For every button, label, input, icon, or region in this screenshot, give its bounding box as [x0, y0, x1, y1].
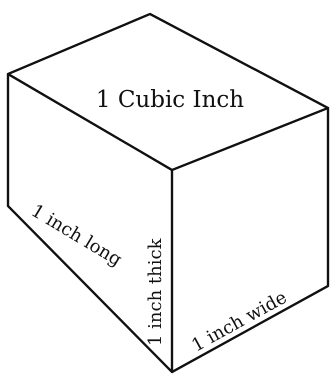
label-inch-thick: 1 inch thick — [145, 237, 166, 346]
label-inch-wide: 1 inch wide — [188, 287, 290, 356]
cube-right-face — [172, 108, 328, 372]
label-inch-long: 1 inch long — [27, 200, 125, 270]
label-cubic-inch: 1 Cubic Inch — [96, 87, 244, 113]
cube-outline — [8, 14, 328, 372]
